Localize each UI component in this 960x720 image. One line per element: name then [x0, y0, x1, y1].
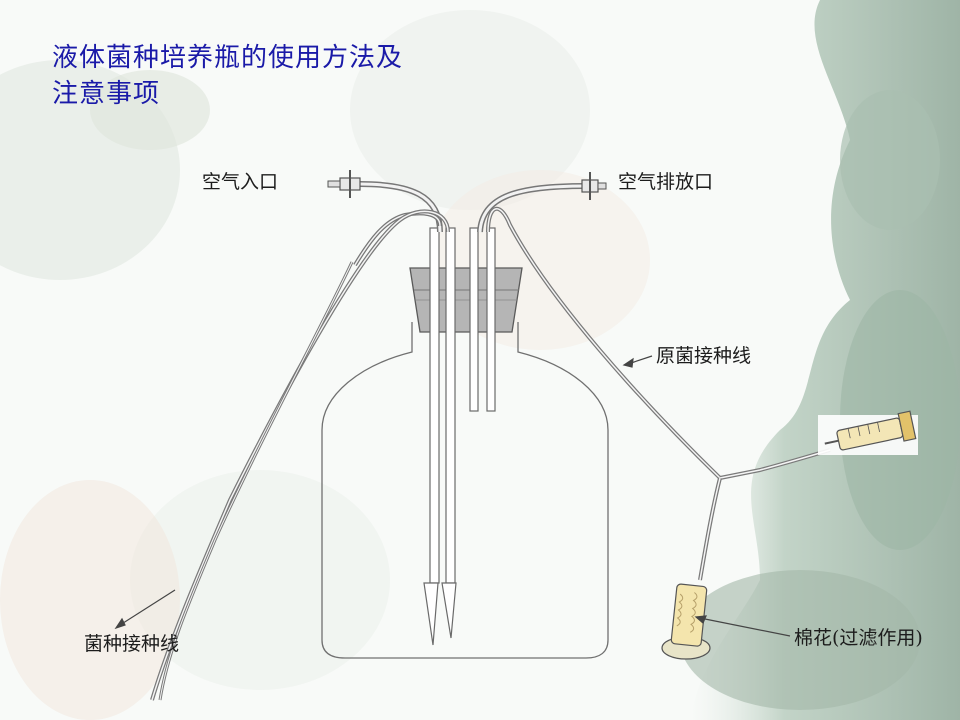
air-inlet-filter-icon — [327, 170, 361, 198]
air-outlet-label: 空气排放口 — [618, 171, 714, 193]
air-outlet-filter-icon — [581, 172, 607, 200]
leader-lines — [114, 355, 791, 637]
cotton-filter-label: 棉花(过滤作用) — [794, 627, 923, 649]
air-outlet-tube — [477, 183, 586, 233]
title-line-1: 液体菌种培养瓶的使用方法及 — [52, 43, 404, 73]
cotton-filter-icon — [661, 583, 711, 660]
original-inoculation-line-label: 原菌接种线 — [656, 345, 752, 367]
air-inlet-label: 空气入口 — [202, 171, 279, 193]
inoculation-line-label: 菌种接种线 — [84, 633, 180, 655]
glass-tubes — [423, 227, 496, 646]
title-line-2: 注意事项 — [52, 79, 161, 109]
culture-bottle — [321, 322, 609, 659]
background-decoration — [0, 10, 650, 720]
rubber-stopper — [409, 267, 523, 333]
inoculation-line-tube — [150, 209, 450, 701]
syringe-icon — [818, 410, 918, 455]
page-title: 液体菌种培养瓶的使用方法及 注意事项 — [52, 40, 512, 112]
